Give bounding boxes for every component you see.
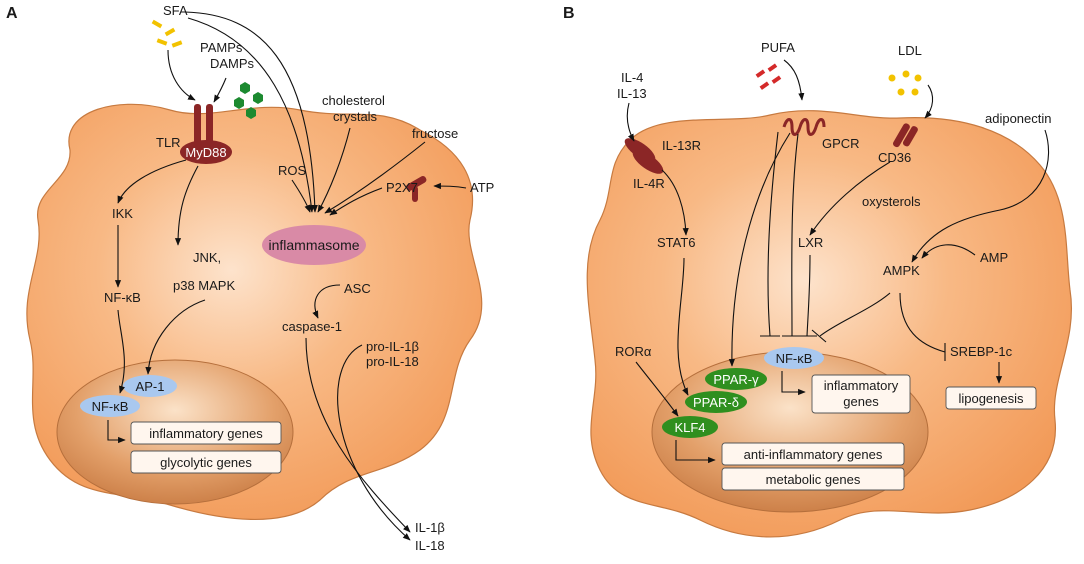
metabolic-genes-box: [721, 467, 905, 491]
ppar-g-label: PPAR-γ: [713, 372, 759, 387]
glycolytic-genes-label: glycolytic genes: [160, 455, 252, 470]
ampk-label: AMPK: [883, 263, 920, 278]
caspase1-label: caspase-1: [282, 319, 342, 334]
stat6-label: STAT6: [657, 235, 696, 250]
panel-a-label: A: [6, 5, 18, 22]
inflammatory-genes-box-b: [811, 374, 911, 414]
ap1-tag: [123, 375, 177, 397]
nfkb-nuclear-label: NF-κB: [92, 399, 129, 414]
il4-label: IL-4: [621, 70, 643, 85]
lipogenesis-box: [945, 386, 1037, 410]
klf4-tag: [662, 416, 718, 438]
arrows-a: [107, 11, 467, 541]
jnk-label-1: JNK,: [193, 250, 221, 265]
nfkb-tag-b: [764, 347, 824, 369]
ldl-particles: [888, 70, 922, 96]
inflammasome-node: [262, 225, 366, 265]
ros-label: ROS: [278, 163, 307, 178]
gpcr-label: GPCR: [822, 136, 860, 151]
p2x7-label: P2X7: [386, 180, 418, 195]
pro-il18-label: pro-IL-18: [366, 354, 419, 369]
il13r-label: IL-13R: [662, 138, 701, 153]
il4r-label: IL-4R: [633, 176, 665, 191]
pamps-label: PAMPs: [200, 40, 243, 55]
nfkb-nuclear-tag: [80, 395, 140, 417]
amp-label: AMP: [980, 250, 1008, 265]
ikk-label: IKK: [112, 206, 133, 221]
inflammatory-genes-label-b1: inflammatory: [824, 378, 899, 393]
nfkb-label-b: NF-κB: [776, 351, 813, 366]
glycolytic-genes-box: [130, 450, 282, 474]
atp-label: ATP: [470, 180, 494, 195]
il13-label: IL-13: [617, 86, 647, 101]
klf4-label: KLF4: [674, 420, 705, 435]
sfa-label: SFA: [163, 3, 188, 18]
srebp-label: SREBP-1c: [950, 344, 1013, 359]
gpcr-receptor: [782, 118, 826, 136]
inflammasome-label: inflammasome: [268, 237, 359, 253]
pufa-label: PUFA: [761, 40, 795, 55]
anti-inflammatory-genes-box: [721, 442, 905, 466]
inflammatory-genes-label-b2: genes: [843, 394, 879, 409]
pro-il1b-label: pro-IL-1β: [366, 339, 419, 354]
ppar-g-tag: [705, 368, 767, 390]
damp-particles: [234, 82, 263, 119]
il13r-il4r-receptor: [624, 138, 664, 174]
panel-b: B IL-4 IL-13 IL-13R IL-4R PUFA GPCR LDL: [563, 5, 1072, 538]
fructose-label: fructose: [412, 126, 458, 141]
inflammatory-genes-box-a: [130, 421, 282, 445]
rora-label: RORα: [615, 344, 652, 359]
myd88-label: MyD88: [185, 145, 226, 160]
jnk-label-2: p38 MAPK: [173, 278, 235, 293]
myd88-node: [180, 140, 232, 164]
ldl-label: LDL: [898, 43, 922, 58]
tlr-label: TLR: [156, 135, 181, 150]
cd36-label: CD36: [878, 150, 911, 165]
adiponectin-label: adiponectin: [985, 111, 1052, 126]
panel-b-label: B: [563, 5, 575, 22]
arrows-b: [626, 59, 1049, 464]
nfkb-label: NF-κB: [104, 290, 141, 305]
cd36-receptor: [893, 123, 918, 148]
cholesterol-label-1: cholesterol: [322, 93, 385, 108]
il1b-label: IL-1β: [415, 520, 445, 535]
tlr-receptor: [194, 104, 213, 148]
p2x7-receptor: [406, 176, 427, 202]
oxysterols-label: oxysterols: [862, 194, 921, 209]
ap1-label: AP-1: [136, 379, 165, 394]
inflammatory-genes-label-a: inflammatory genes: [149, 426, 263, 441]
metabolic-genes-label: metabolic genes: [766, 472, 861, 487]
ppar-d-tag: [685, 391, 747, 413]
lipogenesis-label: lipogenesis: [958, 391, 1024, 406]
panel-a: A SFA PAMPs DAMPs MyD88 TLR: [6, 3, 494, 553]
lxr-label: LXR: [798, 235, 823, 250]
pufa-particles: [755, 63, 782, 90]
damps-label: DAMPs: [210, 56, 255, 71]
ppar-d-label: PPAR-δ: [693, 395, 739, 410]
sfa-particles: [151, 19, 183, 48]
asc-label: ASC: [344, 281, 371, 296]
il18-label: IL-18: [415, 538, 445, 553]
cholesterol-label-2: crystals: [333, 109, 378, 124]
anti-inflammatory-genes-label: anti-inflammatory genes: [744, 447, 883, 462]
